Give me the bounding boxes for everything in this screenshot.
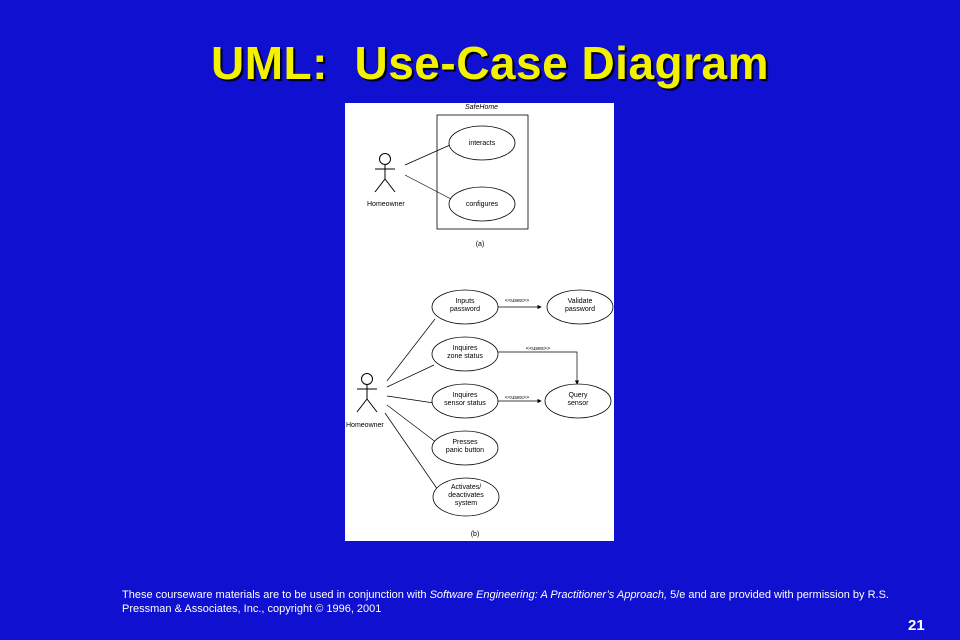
svg-text:sensor status: sensor status <box>444 400 486 407</box>
use-case-presses-panic-button: Presses panic button <box>431 430 499 466</box>
svg-text:password: password <box>450 306 480 313</box>
use-case-interacts: interacts <box>448 125 516 161</box>
svg-text:Activates/: Activates/ <box>451 484 481 491</box>
svg-text:Inputs: Inputs <box>455 298 475 305</box>
svg-text:Query: Query <box>568 392 588 399</box>
svg-text:panic button: panic button <box>446 447 484 454</box>
use-case-diagram-svg: SafeHome Homeowner interacts configures … <box>346 104 614 538</box>
use-case-inquires-sensor-status: Inquires sensor status <box>431 383 499 419</box>
system-boundary-label: SafeHome <box>465 104 498 111</box>
footer-text-before: These courseware materials are to be use… <box>122 589 430 601</box>
associations-a <box>404 144 452 200</box>
use-case-validate-password: Validate password <box>546 289 614 325</box>
copyright-footer: These courseware materials are to be use… <box>122 588 902 616</box>
actor-label-b: Homeowner <box>346 422 384 429</box>
actor-homeowner-b <box>356 373 378 413</box>
svg-text:configures: configures <box>466 201 499 208</box>
uses-label-1: <<uses>> <box>505 298 529 304</box>
footer-book-title: Software Engineering: A Practitioner’s A… <box>429 589 668 601</box>
caption-a: (a) <box>476 241 485 248</box>
use-case-activates-deactivates-system: Activates/ deactivates system <box>432 477 500 517</box>
svg-text:zone status: zone status <box>447 353 483 360</box>
actor-homeowner-a <box>374 153 396 193</box>
footer-text-after: 5/e and are provided with permission by … <box>122 589 889 615</box>
use-case-inputs-password: Inputs password <box>431 289 499 325</box>
svg-text:Inquires: Inquires <box>453 345 478 352</box>
uses-label-2: <<uses>> <box>526 346 550 352</box>
uses-label-3: <<uses>> <box>505 395 529 401</box>
svg-text:password: password <box>565 306 595 313</box>
actor-label-a: Homeowner <box>367 201 405 208</box>
uses-relations <box>498 304 580 404</box>
svg-text:deactivates: deactivates <box>448 492 484 499</box>
slide-number: 21 <box>908 617 925 634</box>
svg-text:system: system <box>455 500 477 507</box>
system-boundary <box>436 114 529 230</box>
svg-text:Inquires: Inquires <box>453 392 478 399</box>
caption-b: (b) <box>471 531 480 538</box>
use-case-diagram-figure: SafeHome Homeowner interacts configures … <box>345 103 614 541</box>
svg-text:Presses: Presses <box>452 439 478 446</box>
use-case-configures: configures <box>448 186 516 222</box>
svg-text:sensor: sensor <box>567 400 589 407</box>
use-case-query-sensor: Query sensor <box>544 383 612 419</box>
slide-title: UML: Use-Case Diagram <box>210 37 770 89</box>
svg-text:Validate: Validate <box>568 298 593 305</box>
use-case-inquires-zone-status: Inquires zone status <box>431 336 499 372</box>
svg-text:interacts: interacts <box>469 140 496 147</box>
associations-b <box>384 318 441 494</box>
